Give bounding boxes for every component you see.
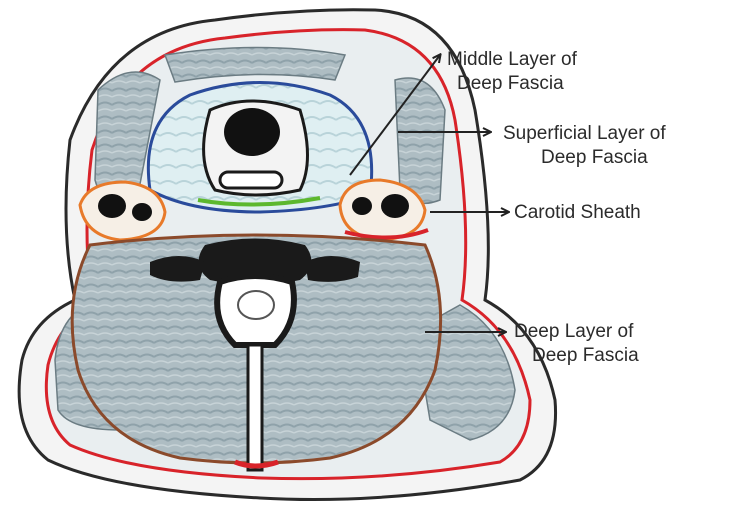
left-internal-jugular-vein — [98, 194, 126, 218]
left-common-carotid-artery — [132, 203, 152, 221]
right-transverse-process — [305, 256, 360, 282]
label-deep-layer: Deep Layer of Deep Fascia — [514, 320, 639, 368]
label-superficial-layer: Superficial Layer of Deep Fascia — [503, 122, 666, 170]
label-carotid-sheath: Carotid Sheath — [514, 201, 641, 225]
label-middle-layer: Middle Layer of Deep Fascia — [447, 48, 577, 96]
label-middle-layer-line1: Middle Layer of — [447, 48, 577, 72]
label-deep-layer-line1: Deep Layer of — [514, 320, 639, 344]
left-transverse-process — [150, 256, 205, 282]
label-carotid-sheath-line1: Carotid Sheath — [514, 201, 641, 225]
tracheal-lumen — [224, 108, 280, 156]
label-superficial-layer-line2: Deep Fascia — [503, 146, 666, 170]
right-internal-jugular-vein — [381, 194, 409, 218]
right-common-carotid-artery — [352, 197, 372, 215]
esophagus — [220, 172, 282, 188]
label-superficial-layer-line1: Superficial Layer of — [503, 122, 666, 146]
spinal-cord — [238, 291, 274, 319]
label-deep-layer-line2: Deep Fascia — [514, 344, 639, 368]
label-middle-layer-line2: Deep Fascia — [447, 72, 577, 96]
spinous-process-nuchal-ligament — [248, 345, 262, 470]
